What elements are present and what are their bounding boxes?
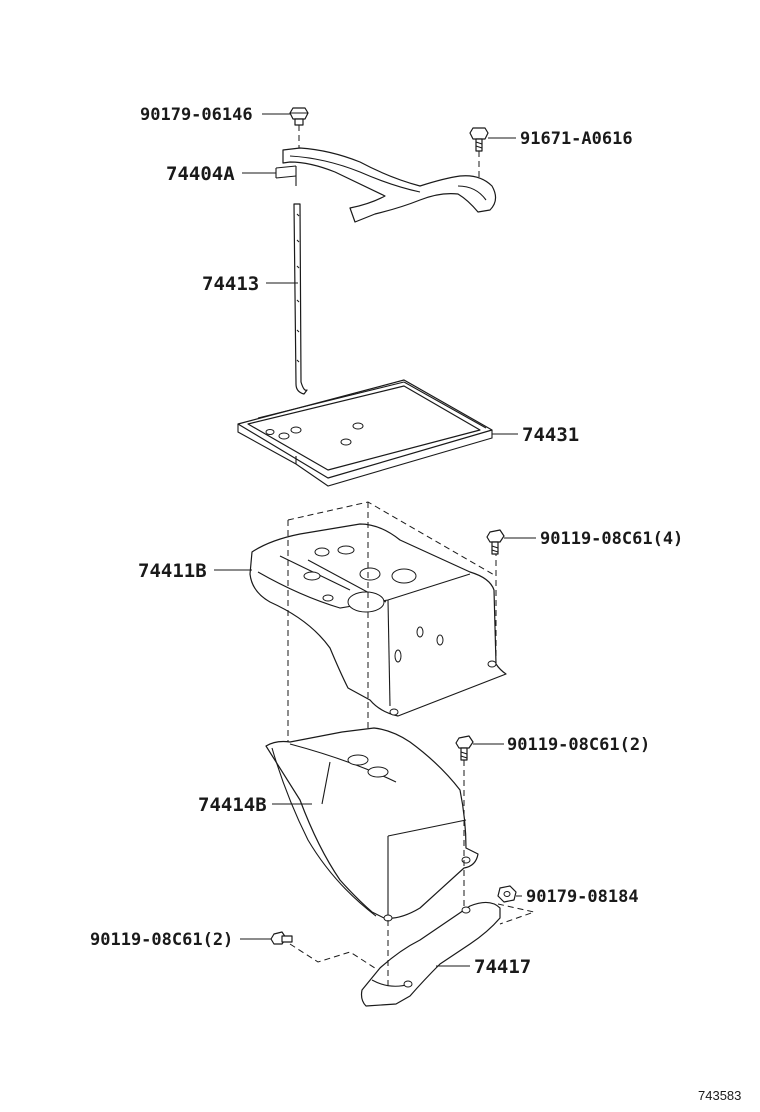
callout-bolt-top: 90179-06146 [140, 105, 253, 125]
bolt-top [289, 107, 309, 148]
callout-bolt-top-right: 91671-A0616 [520, 129, 633, 149]
callout-bolt-lower: 90119-08C61(2) [90, 930, 233, 950]
callout-clamp: 74404A [166, 163, 235, 185]
callout-tray: 74431 [522, 424, 579, 446]
carrier-alignment-lines [287, 501, 497, 746]
callout-support: 74417 [474, 956, 531, 978]
carrier-support [289, 901, 536, 1007]
callout-bolt-carrier: 90119-08C61(4) [540, 529, 683, 549]
callout-rod: 74413 [202, 273, 259, 295]
hold-down-rod [293, 203, 308, 395]
bolt-bracket [455, 735, 474, 912]
battery-tray [237, 379, 493, 487]
callout-bolt-bracket: 90119-08C61(2) [507, 735, 650, 755]
nut-lower [497, 885, 517, 903]
callout-carrier: 74411B [138, 560, 207, 582]
callout-bracket: 74414B [198, 794, 267, 816]
bolt-lower [270, 931, 293, 945]
callout-nut-lower: 90179-08184 [526, 887, 639, 907]
figure-number: 743583 [698, 1088, 741, 1103]
battery-carrier [249, 523, 507, 717]
leader-lines [214, 113, 536, 967]
carrier-bracket [265, 727, 479, 922]
battery-clamp [275, 147, 497, 223]
bolt-carrier [486, 529, 505, 555]
